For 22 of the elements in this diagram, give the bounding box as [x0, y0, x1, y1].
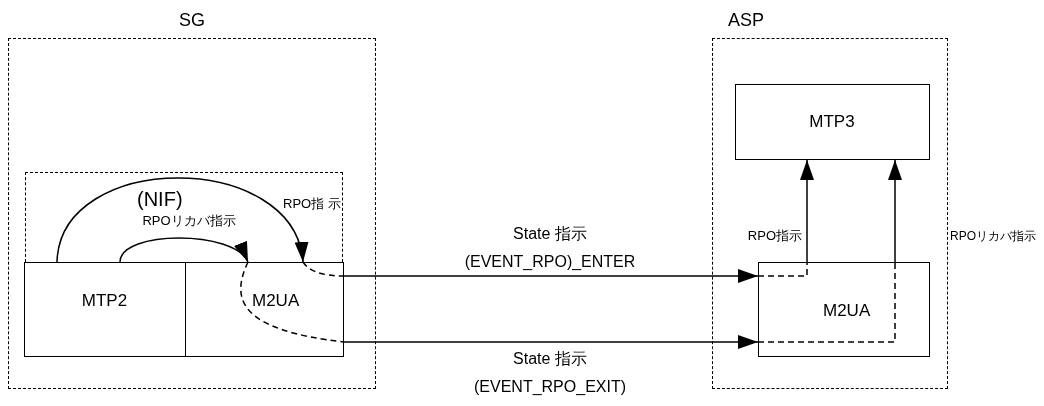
- group-label: (NIF): [137, 188, 183, 211]
- edge-label: RPOリカバ指示: [141, 213, 237, 229]
- group-heading: SG: [178, 10, 206, 31]
- arrow: [343, 335, 759, 349]
- edge-label: State 指示 (EVENT_RPO)_ENTER: [463, 224, 637, 272]
- edge-label: RPO指 示: [283, 196, 342, 212]
- arrow: [800, 159, 814, 263]
- process-box: [735, 84, 930, 160]
- edge-label: State 指示 (EVENT_RPO_EXIT): [473, 349, 627, 397]
- edge-label: RPO指示: [746, 228, 802, 244]
- box-label: MTP3: [808, 112, 856, 132]
- box-label: M2UA: [823, 301, 871, 321]
- box-label: M2UA: [252, 291, 300, 311]
- arrow: [888, 159, 902, 263]
- process-box: [186, 262, 344, 357]
- edge-label: RPOリカバ指示: [950, 229, 1037, 244]
- arrow: [119, 237, 249, 263]
- box-label: MTP2: [80, 291, 129, 311]
- arrow: [343, 269, 759, 283]
- process-box: [24, 262, 186, 357]
- process-box: [758, 262, 930, 357]
- group-heading: ASP: [727, 10, 765, 31]
